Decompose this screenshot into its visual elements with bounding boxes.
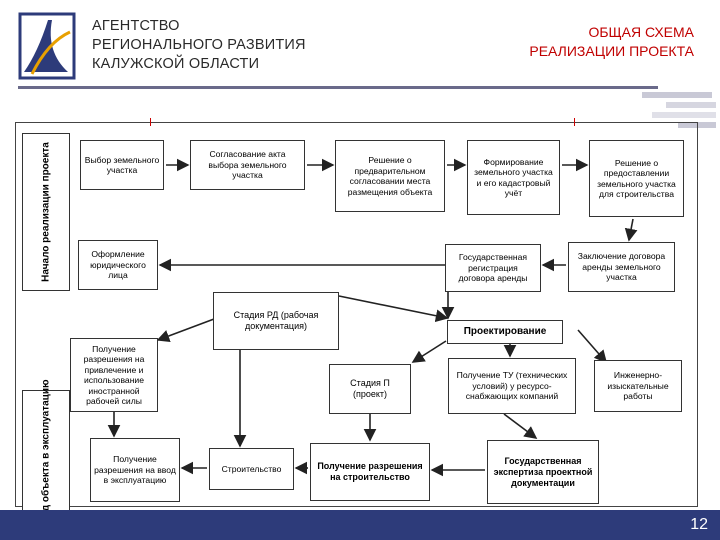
page-number: 12 xyxy=(690,516,708,533)
node-oformlenie: Оформление юридического лица xyxy=(78,240,158,290)
node-proektirovanie: Проектирование xyxy=(447,320,563,344)
node-stadiya-p: Стадия П (проект) xyxy=(329,364,411,414)
node-label: Решение о предварительном согласовании м… xyxy=(347,155,433,197)
agency-name-line-2: РЕГИОНАЛЬНОГО РАЗВИТИЯ xyxy=(92,37,306,53)
node-label: Строительство xyxy=(221,463,282,474)
node-stroitelstvo: Строительство xyxy=(209,448,294,490)
frame-tick xyxy=(150,118,151,126)
node-reshenie-pred: Решение о предварительном согласовании м… xyxy=(335,140,445,212)
node-label: Заключение договора аренды земельного уч… xyxy=(577,251,666,283)
node-razresh-vvod: Получение разрешения на ввод в эксплуата… xyxy=(90,438,180,502)
footer-bar xyxy=(0,510,720,540)
node-inzhener: Инженерно-изыскательные работы xyxy=(594,360,682,412)
node-label: Решение о предоставлении земельного учас… xyxy=(597,157,676,200)
frame-tick xyxy=(574,118,575,126)
side-label-start: Начало реализации проекта xyxy=(22,133,70,291)
node-label: Оформление юридического лица xyxy=(90,249,146,281)
node-label: Инженерно-изыскательные работы xyxy=(607,370,669,402)
node-reshenie-predost: Решение о предоставлении земельного учас… xyxy=(589,140,684,217)
node-soglasovanie: Согласование акта выбора земельного учас… xyxy=(190,140,305,190)
node-razresh-inostr: Получение разрешения на привлечение и ис… xyxy=(70,338,158,412)
side-label-start-text: Начало реализации проекта xyxy=(40,142,52,282)
node-vybor: Выбор земельного участка xyxy=(80,140,164,190)
node-label: Стадия П (проект) xyxy=(350,378,390,399)
diagram-frame xyxy=(15,122,698,507)
node-label: Получение разрешения на привлечение и ис… xyxy=(83,343,145,407)
node-label: Выбор земельного участка xyxy=(84,154,160,176)
node-label: Формирование земельного участка и его ка… xyxy=(474,156,553,199)
node-gos-reg: Государственная регистрация договора аре… xyxy=(445,244,541,292)
header-divider xyxy=(18,86,658,89)
node-zaklyuchenie: Заключение договора аренды земельного уч… xyxy=(568,242,675,292)
side-label-end-text: Ввод объекта в эксплуатацию xyxy=(40,379,52,531)
agency-logo xyxy=(18,12,76,80)
node-label: Государственная регистрация договора аре… xyxy=(458,252,528,284)
node-poluchenie-tu: Получение ТУ (технических условий) у рес… xyxy=(448,358,576,414)
page-title-line-1: ОБЩАЯ СХЕМА xyxy=(588,24,694,40)
node-label: Согласование акта выбора земельного учас… xyxy=(208,149,287,181)
node-formirovanie: Формирование земельного участка и его ка… xyxy=(467,140,560,215)
node-gos-ekspertiza: Государственная экспертиза проектной док… xyxy=(487,440,599,504)
page-title-line-2: РЕАЛИЗАЦИИ ПРОЕКТА xyxy=(529,43,694,59)
node-stadiya-rd: Стадия РД (рабочая документация) xyxy=(213,292,339,350)
node-label: Стадия РД (рабочая документация) xyxy=(233,310,319,331)
node-label: Государственная экспертиза проектной док… xyxy=(493,455,593,488)
side-label-end: Ввод объекта в эксплуатацию xyxy=(22,379,70,531)
node-label: Получение ТУ (технических условий) у рес… xyxy=(456,370,568,402)
node-razresh-stroi: Получение разрешения на строительство xyxy=(310,443,430,501)
node-label: Получение разрешения на ввод в эксплуата… xyxy=(94,454,176,486)
node-label: Проектирование xyxy=(463,326,547,337)
node-label: Получение разрешения на строительство xyxy=(317,461,423,482)
agency-name-line-3: КАЛУЖСКОЙ ОБЛАСТИ xyxy=(92,56,260,72)
agency-name-line-1: АГЕНТСТВО xyxy=(92,18,180,34)
